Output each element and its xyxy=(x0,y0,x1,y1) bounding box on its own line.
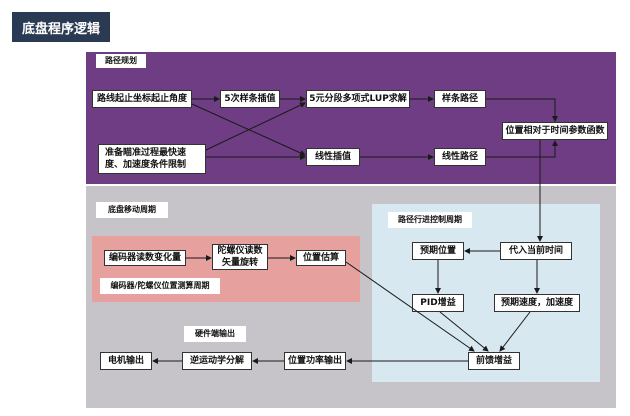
gyro-line-1: 陀螺仪读数 xyxy=(217,246,263,256)
pos-power-out-node: 位置功率输出 xyxy=(284,352,346,370)
expected-speed-node: 预期速度，加速度 xyxy=(494,294,580,312)
feedforward-node: 前馈增益 xyxy=(468,352,520,370)
pos-estimate-node: 位置估算 xyxy=(296,250,346,266)
start-end-coordinates-node: 路线起止坐标起止角度 xyxy=(92,90,192,108)
arrow-splinepath-to-postime xyxy=(486,98,558,122)
arrow-speed-to-feedforward xyxy=(499,311,531,352)
motor-out-node: 电机输出 xyxy=(100,352,152,370)
encoder-cycle-label: 编码器/陀螺仪位置测算周期 xyxy=(100,278,220,294)
gyro-node: 陀螺仪读数 矢量旋转 xyxy=(212,244,268,270)
pid-gain-node: PID增益 xyxy=(412,294,464,312)
path-control-label: 路径行进控制周期 xyxy=(388,212,472,228)
speed-limits-line-1: 准备瞄准过程最快速 xyxy=(105,148,187,158)
linear-path-node: 线性路径 xyxy=(434,148,486,166)
arrow-pid-to-feedforward xyxy=(439,311,489,352)
arrow-posestimate-to-feedforward xyxy=(345,261,475,352)
arrow-limits-to-lup xyxy=(205,102,306,151)
hardware-output-label: 硬件端输出 xyxy=(184,326,246,342)
speed-limits-node: 准备瞄准过程最快速 度、加速度条件限制 xyxy=(98,144,206,174)
expected-pos-node: 预期位置 xyxy=(412,242,464,260)
lup-solve-node: 5元分段多项式LUP求解 xyxy=(306,90,410,108)
pos-vs-time-node: 位置相对于时间参数函数 xyxy=(502,122,608,140)
encoder-read-node: 编码器读数变化量 xyxy=(104,250,186,266)
path-planning-label: 路径规划 xyxy=(96,54,146,68)
speed-limits-line-2: 度、加速度条件限制 xyxy=(105,160,187,170)
current-time-node: 代入当前时间 xyxy=(500,242,572,260)
chassis-cycle-label: 底盘移动周期 xyxy=(96,202,168,218)
quintic-spline-node: 5次样条插值 xyxy=(220,90,280,108)
page-title: 底盘程序逻辑 xyxy=(12,12,110,42)
spline-path-node: 样条路径 xyxy=(434,90,486,108)
inverse-kin-node: 逆运动学分解 xyxy=(182,352,252,370)
gyro-line-2: 矢量旋转 xyxy=(221,258,258,268)
linear-interp-node: 线性插值 xyxy=(306,148,360,166)
arrow-linearpath-to-postime xyxy=(486,140,558,158)
